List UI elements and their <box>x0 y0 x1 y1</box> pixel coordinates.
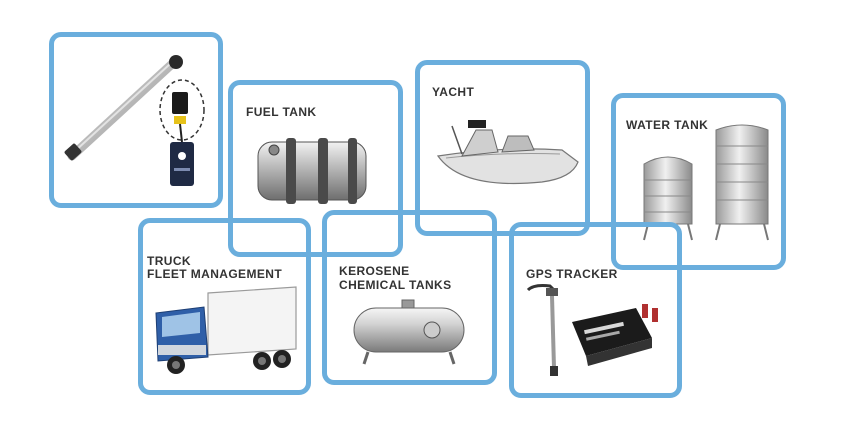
kerosene-label-line2: CHEMICAL TANKS <box>339 278 452 292</box>
chemical-tank-icon <box>353 299 465 365</box>
truck-label-line1: TRUCK <box>147 254 191 268</box>
gps-tracker-label: GPS TRACKER <box>526 267 618 281</box>
gps-tracker-card <box>509 222 682 398</box>
kerosene-label-line1: KEROSENE <box>339 264 410 278</box>
truck-label-line2: FLEET MANAGEMENT <box>147 267 283 281</box>
fuel-tank-label: FUEL TANK <box>246 105 317 119</box>
truck-icon <box>155 286 297 374</box>
yacht-icon <box>436 120 579 185</box>
sensor-card <box>49 32 223 208</box>
water-tank-label: WATER TANK <box>626 118 709 132</box>
fuel-tank-card <box>228 80 403 257</box>
yacht-label: YACHT <box>432 85 475 99</box>
fuel-tank-icon <box>257 138 367 204</box>
water-tank-icon <box>643 124 769 241</box>
yacht-card <box>415 60 590 236</box>
kerosene-card <box>322 210 497 385</box>
gps-tracker-icon <box>526 284 658 376</box>
fuel-level-sensor-icon <box>64 55 205 186</box>
water-tank-card <box>611 93 786 270</box>
truck-card <box>138 218 311 395</box>
